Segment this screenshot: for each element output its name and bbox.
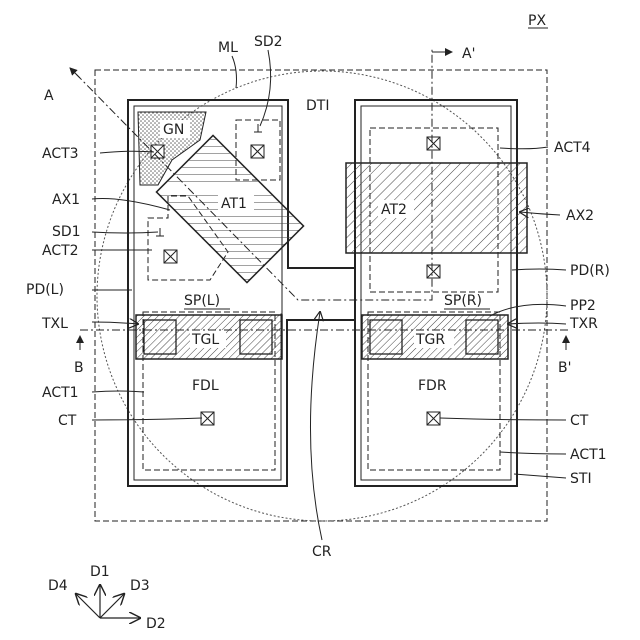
fdr-contact [427, 412, 440, 425]
leader-sd2 [260, 50, 271, 126]
label-at2: AT2 [381, 202, 407, 218]
label-px: PX [528, 13, 546, 29]
label-txl: TXL [41, 316, 68, 332]
leader-sti [514, 474, 566, 478]
label-d2: D2 [146, 616, 166, 632]
act4-bottom-contact [427, 265, 440, 278]
label-gn: GN [163, 122, 184, 138]
label-at1: AT1 [221, 196, 247, 212]
at2-gate [346, 163, 527, 253]
label-cr: CR [312, 544, 332, 560]
leader-act4 [500, 147, 548, 149]
label-fdl: FDL [192, 378, 219, 394]
label-a-prime: A' [462, 46, 475, 62]
label-pd-l: PD(L) [26, 282, 64, 298]
act2-contact [164, 250, 177, 263]
label-d1: D1 [90, 564, 110, 580]
leader-txr [508, 323, 566, 324]
label-ct-right: CT [570, 413, 589, 429]
label-d3: D3 [130, 578, 150, 594]
label-act1-right: ACT1 [570, 447, 607, 463]
label-sp-l: SP(L) [184, 293, 220, 309]
label-txr: TXR [569, 316, 598, 332]
leader-ct-left [92, 418, 202, 420]
label-sti: STI [570, 471, 592, 487]
label-pp2: PP2 [570, 298, 596, 314]
leader-pd-r [512, 269, 566, 270]
label-b: B [74, 360, 84, 376]
right-photodiode-outline [355, 100, 517, 486]
label-sd2: SD2 [254, 34, 283, 50]
fdl-contact [201, 412, 214, 425]
label-tgr: TGR [415, 332, 445, 348]
label-a: A [44, 88, 54, 104]
label-ml: ML [218, 40, 238, 56]
leader-ml [232, 56, 237, 88]
label-ct-left: CT [58, 413, 77, 429]
label-act2: ACT2 [42, 243, 79, 259]
label-pd-r: PD(R) [570, 263, 610, 279]
label-fdr: FDR [418, 378, 447, 394]
label-b-prime: B' [558, 360, 571, 376]
label-ax1: AX1 [52, 192, 80, 208]
label-sd1: SD1 [52, 224, 81, 240]
leader-cr [310, 312, 322, 540]
sd2-contact [251, 145, 264, 158]
label-act4: ACT4 [554, 140, 591, 156]
leader-txl [92, 322, 138, 324]
leader-sd1 [92, 232, 158, 233]
leader-act1-left [92, 391, 144, 392]
label-d4: D4 [48, 578, 68, 594]
label-act3: ACT3 [42, 146, 79, 162]
label-dti: DTI [306, 98, 329, 114]
leader-ax1 [92, 198, 170, 210]
leader-act1-right [500, 452, 566, 454]
act4-top-contact [427, 137, 440, 150]
label-sp-r: SP(R) [444, 293, 482, 309]
label-tgl: TGL [191, 332, 219, 348]
label-act1-left: ACT1 [42, 385, 79, 401]
label-ax2: AX2 [566, 208, 594, 224]
